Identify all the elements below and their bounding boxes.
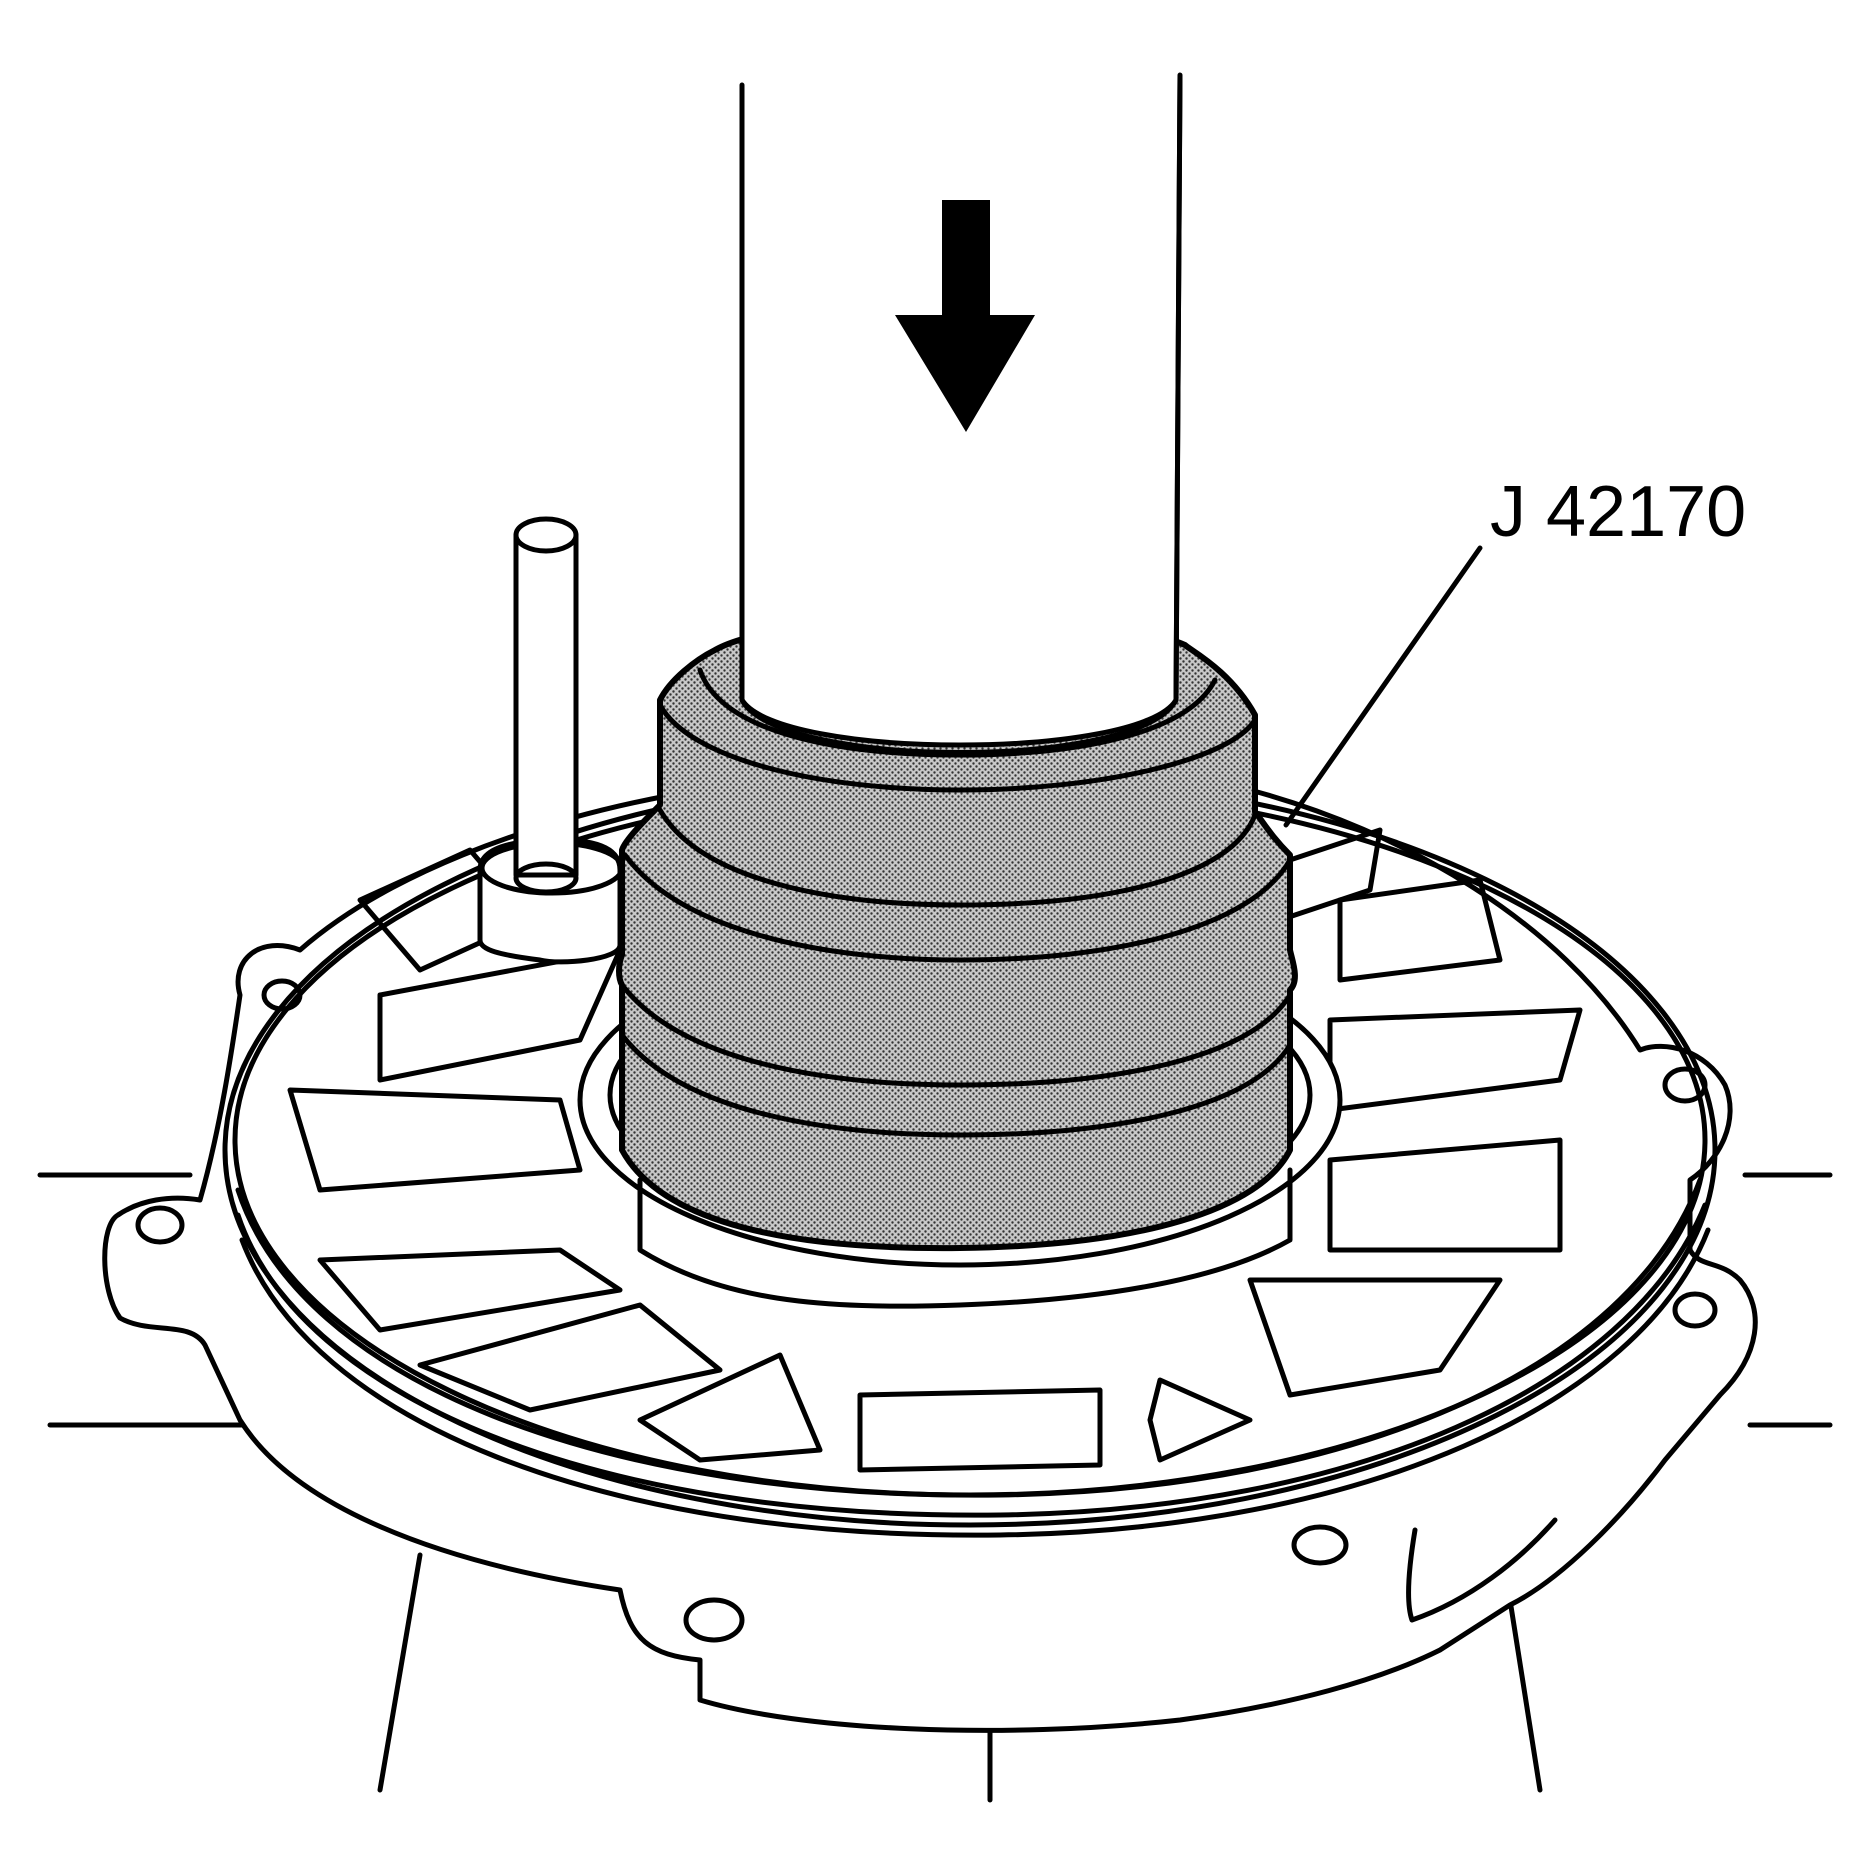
callout: J 42170 <box>1283 472 1746 828</box>
housing-ribs <box>287 827 1583 1473</box>
bolt-hole <box>261 978 303 1012</box>
bolt-hole <box>1672 1291 1718 1329</box>
callout-label: J 42170 <box>1490 472 1746 552</box>
locating-pin <box>477 516 625 965</box>
bolt-hole <box>1291 1524 1349 1566</box>
arrow-down-icon <box>895 200 1035 432</box>
bolt-hole <box>135 1205 185 1245</box>
bolt-hole <box>1662 1066 1708 1104</box>
bolt-hole <box>683 1597 745 1643</box>
